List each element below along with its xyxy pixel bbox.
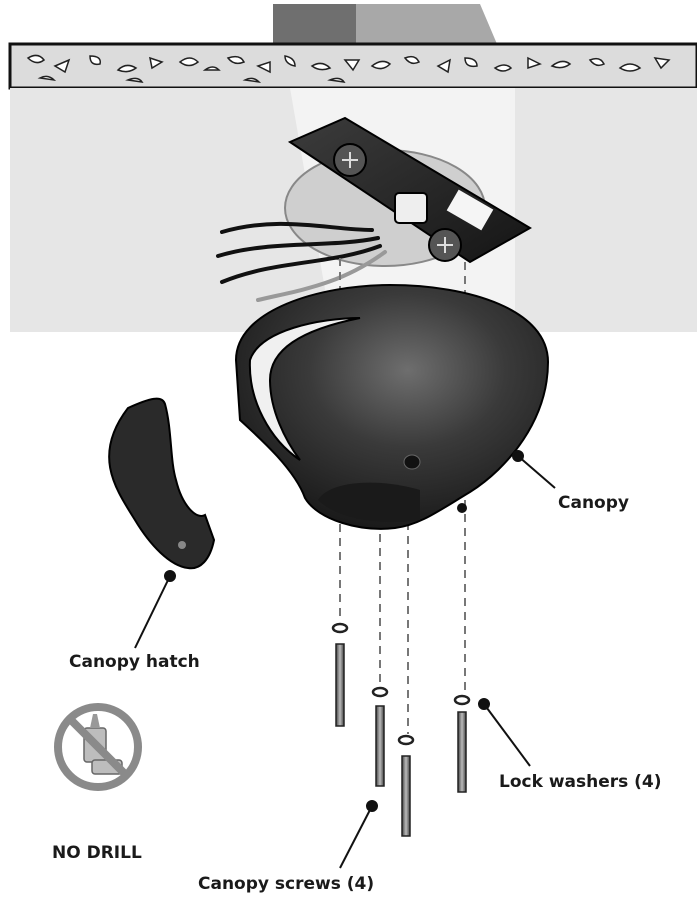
canopy-leader — [518, 456, 555, 488]
lock-washer — [399, 736, 413, 744]
lock-washer — [455, 696, 469, 704]
canopy-screw — [336, 644, 344, 726]
lock-washer — [333, 624, 347, 632]
lock-washers-label: Lock washers (4) — [499, 772, 662, 792]
no-drill-label: NO DRILL — [52, 843, 142, 863]
canopy-screws-label: Canopy screws (4) — [198, 874, 374, 894]
lock-washer — [373, 688, 387, 696]
canopy-hatch — [109, 399, 214, 569]
canopy-screws — [336, 644, 466, 836]
lock-washers — [333, 624, 469, 744]
no-drill-icon — [58, 707, 138, 787]
washers-leader — [484, 704, 530, 766]
ceiling-slab — [10, 44, 697, 88]
canopy-screw — [402, 756, 410, 836]
canopy-hatch-label: Canopy hatch — [69, 652, 200, 672]
ceiling-beam — [273, 4, 497, 44]
canopy-screw — [376, 706, 384, 786]
canopy-screw — [458, 712, 466, 792]
screws-leader — [340, 806, 372, 868]
hatch-leader — [135, 576, 170, 648]
canopy-label: Canopy — [558, 493, 629, 513]
canopy — [236, 285, 548, 529]
